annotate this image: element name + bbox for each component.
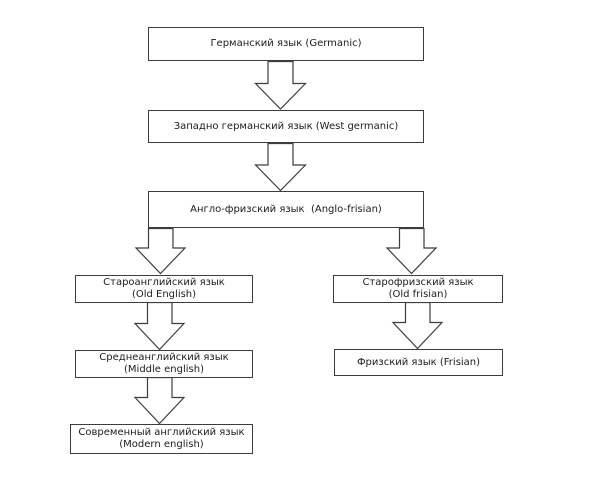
node-west-germanic: Западно германский язык (West germanic) bbox=[148, 110, 424, 143]
node-frisian: Фризский язык (Frisian) bbox=[334, 349, 503, 376]
node-label: (Middle english) bbox=[124, 364, 204, 375]
down-arrow-icon bbox=[133, 376, 186, 425]
node-label: (Old frisian) bbox=[388, 289, 448, 300]
node-label: Староанглийский язык bbox=[103, 277, 225, 288]
down-arrow-icon bbox=[133, 301, 186, 351]
node-label: (Old English) bbox=[131, 289, 197, 300]
node-old-frisian: Старофризский язык (Old frisian) bbox=[333, 275, 503, 303]
node-germanic: Германский язык (Germanic) bbox=[148, 27, 424, 61]
down-arrow-icon bbox=[254, 142, 307, 192]
node-label: (Modern english) bbox=[119, 439, 204, 450]
node-middle-english: Среднеанглийский язык (Middle english) bbox=[75, 350, 253, 378]
node-label: Фризский язык (Frisian) bbox=[356, 356, 481, 368]
down-arrow-icon bbox=[385, 227, 438, 275]
node-label: Англо-фризский язык (Anglo-frisian) bbox=[190, 203, 382, 215]
node-label: Западно германский язык (West germanic) bbox=[173, 120, 399, 132]
down-arrow-icon bbox=[391, 301, 444, 350]
down-arrow-icon bbox=[254, 60, 307, 110]
down-arrow-icon bbox=[134, 227, 187, 275]
node-modern-english: Современный английский язык (Modern engl… bbox=[70, 424, 253, 454]
node-anglo-frisian: Англо-фризский язык (Anglo-frisian) bbox=[148, 191, 424, 228]
node-label: Старофризский язык bbox=[362, 277, 474, 288]
node-label: Среднеанглийский язык bbox=[99, 352, 229, 363]
node-label: Германский язык (Germanic) bbox=[210, 38, 362, 49]
node-label: Современный английский язык bbox=[78, 427, 245, 438]
node-old-english: Староанглийский язык (Old English) bbox=[75, 275, 253, 303]
